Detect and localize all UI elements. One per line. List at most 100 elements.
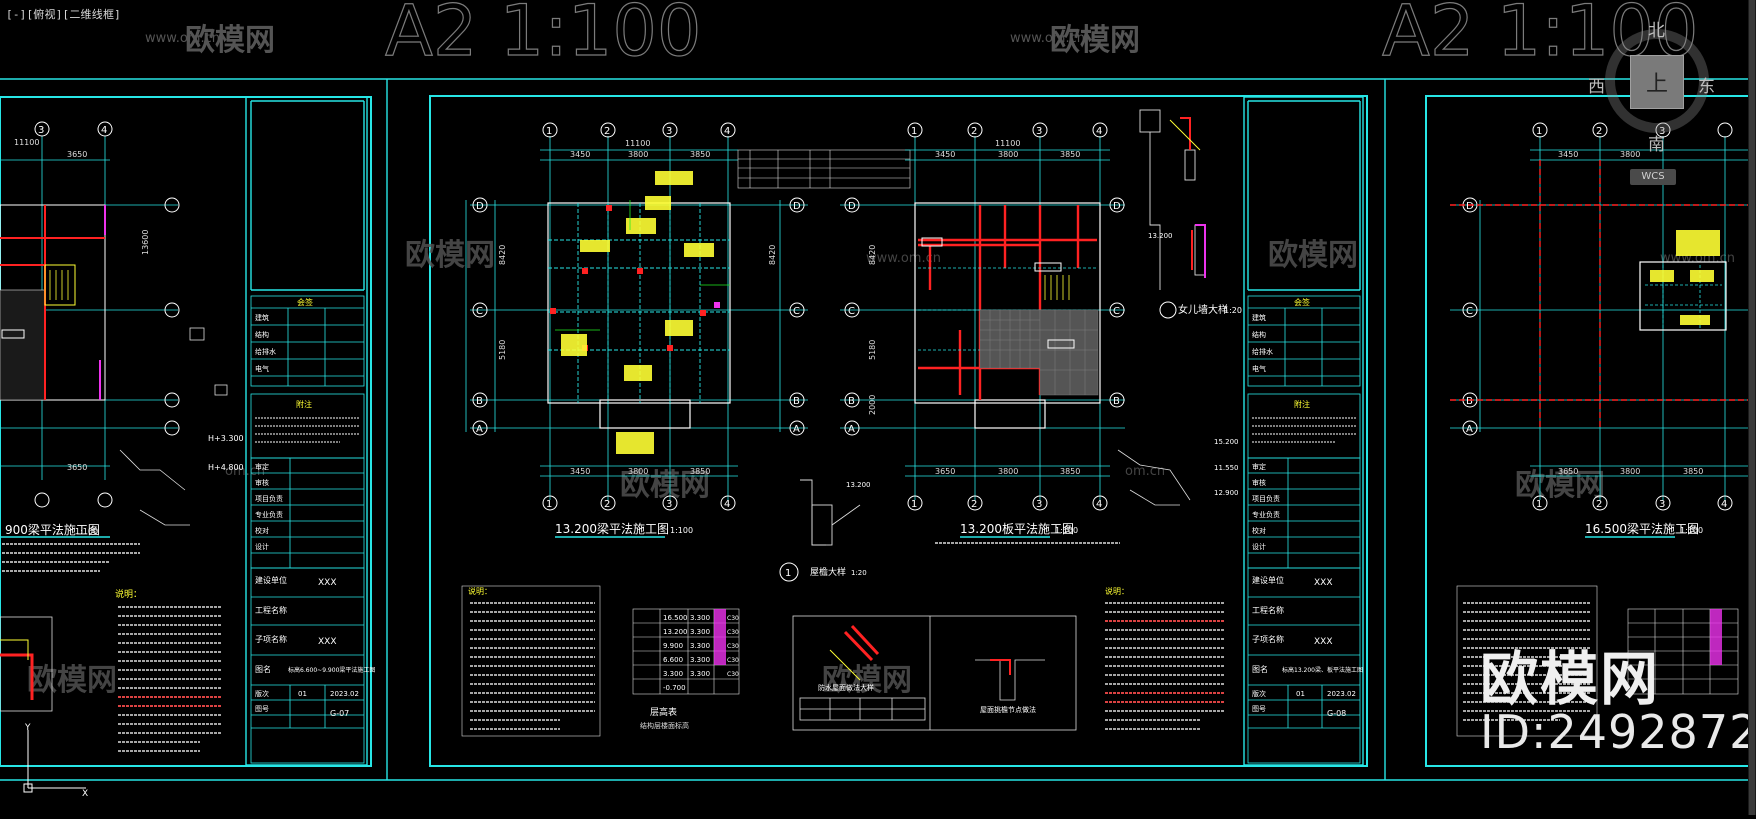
elevation-label: 15.200 <box>1214 438 1239 446</box>
tb-header: 会签 <box>1294 297 1310 307</box>
compass-east[interactable]: 东 <box>1698 77 1715 97</box>
watermark-url: www.om.cn <box>1010 31 1085 46</box>
axis-label: 1 <box>911 499 917 510</box>
height-value: 3.300 <box>690 628 710 636</box>
watermark-logo: 欧模网 <box>1480 645 1661 713</box>
drawing-title-13200-beam: 13.200梁平法施工图 <box>555 521 669 536</box>
viewport-menu-button[interactable]: [-] <box>6 8 27 21</box>
elevation-label: H+3.300 <box>208 434 244 443</box>
level-value: 3.300 <box>663 670 683 678</box>
watermark-brand: 欧模网 <box>185 23 275 58</box>
tb-drawing-name: 标高6.600~9.900梁平法施工图 <box>288 666 375 674</box>
axis-label: 3 <box>38 125 44 136</box>
viewcube-top-face[interactable]: 上 <box>1630 55 1684 109</box>
dim-text: 8420 <box>868 245 877 265</box>
watermark-url: www.om.cn <box>866 251 941 266</box>
sheet-frames <box>0 78 1756 781</box>
compass-west[interactable]: 西 <box>1588 77 1605 97</box>
axis-label: B <box>1466 396 1473 407</box>
scrollbar-thumb[interactable] <box>1749 0 1755 815</box>
tb-sign: 校对 <box>255 526 269 535</box>
tb-sign: 专业负责 <box>255 510 283 519</box>
parapet-detail <box>1139 109 1206 290</box>
compass-south[interactable]: 南 <box>1648 135 1665 155</box>
wcs-menu-button[interactable]: WCS <box>1630 169 1676 185</box>
dim-text: 8420 <box>498 245 507 265</box>
axis-label: 4 <box>724 499 730 510</box>
notes-title: 说明： <box>1105 586 1129 596</box>
axis-label: 1 <box>911 126 917 137</box>
detail-label: 屋檐大样 <box>810 566 846 578</box>
dim-text: 3850 <box>690 467 710 476</box>
vertical-scrollbar[interactable] <box>1748 0 1756 815</box>
dim-text: 5180 <box>868 340 877 360</box>
dim-text: 11100 <box>625 139 650 148</box>
tb-project: XXX <box>318 637 337 647</box>
section-label: 女儿墙大样 <box>1178 303 1228 316</box>
watermark-brand: 欧模网 <box>620 468 710 503</box>
viewport-controls[interactable]: [-][俯视][二维线框] <box>6 6 121 22</box>
dim-text: 2000 <box>868 395 877 415</box>
visual-style-button[interactable]: [二维线框] <box>62 8 121 21</box>
height-value: 3.300 <box>690 614 710 622</box>
tb-sign: 审核 <box>255 478 269 487</box>
tb-project: XXX <box>1314 578 1333 588</box>
axis-label: D <box>476 201 484 212</box>
tb-field: 图号 <box>1252 705 1266 713</box>
viewcube[interactable]: 上 北 南 东 西 WCS <box>1582 6 1732 185</box>
section-scale: 1:20 <box>1224 306 1242 315</box>
axis-label: 4 <box>1721 499 1727 510</box>
tb-version: 01 <box>298 690 307 698</box>
drawing-scale: 1:100 <box>75 527 98 536</box>
view-control-button[interactable]: [俯视] <box>26 8 63 21</box>
axis-label: 2 <box>971 499 977 510</box>
dim-text: 3450 <box>1558 150 1578 159</box>
axis-label: A <box>793 424 800 435</box>
tb-field: 工程名称 <box>1252 605 1284 615</box>
axis-label: B <box>793 396 800 407</box>
axis-label: 2 <box>971 126 977 137</box>
tb-sheet-number: G-07 <box>330 709 349 718</box>
tb-sign: 审定 <box>255 462 269 471</box>
tb-sign: 校对 <box>1252 526 1266 535</box>
level-value: 13.200 <box>663 628 688 636</box>
level-value: 9.900 <box>663 642 683 650</box>
tb-project: XXX <box>318 578 337 588</box>
waterproof-detail <box>792 615 1077 731</box>
drawing-title-16500-beam: 16.500梁平法施工图 <box>1585 521 1699 536</box>
plan-16500-beam: 1 2 3 1 2 3 4 D C B A 3450 3800 3650 380… <box>1450 122 1756 737</box>
axis-label: A <box>848 424 855 435</box>
dim-text: 13600 <box>141 230 150 255</box>
axis-label: 4 <box>724 126 730 137</box>
tb-sign: 设计 <box>255 542 269 551</box>
tb-sign: 设计 <box>1252 542 1266 551</box>
concrete-grade: C30 <box>727 671 739 678</box>
axis-label: D <box>793 201 801 212</box>
watermark-url: om.cn <box>225 464 265 479</box>
axis-label: 2 <box>604 126 610 137</box>
tb-field: 子项名称 <box>1252 634 1284 644</box>
tb-row: 电气 <box>255 364 269 373</box>
drawing-scale: 1:100 <box>1055 526 1078 535</box>
detail-title: 屋面挑檐节点做法 <box>980 705 1036 714</box>
axis-label: C <box>1113 306 1120 317</box>
elevation-label: 13.200 <box>846 481 871 489</box>
axis-label: D <box>1466 201 1474 212</box>
beam-schedule <box>737 149 911 189</box>
watermark-brand: 欧模网 <box>1268 238 1358 273</box>
dim-text: 3650 <box>67 463 87 472</box>
compass-north[interactable]: 北 <box>1648 21 1665 41</box>
elevation-label: 13.200 <box>1148 232 1173 240</box>
plan-13200-beam: 1 2 3 4 1 2 3 4 D C B A D C B A 11100 34… <box>461 122 1077 737</box>
viewcube-compass-ring[interactable] <box>1605 29 1709 133</box>
detail-number: 1 <box>785 568 791 579</box>
axis-label: 1 <box>1536 126 1542 137</box>
tb-row: 电气 <box>1252 364 1266 373</box>
axis-label: A <box>476 424 483 435</box>
tb-field: 建设单位 <box>1252 575 1284 585</box>
concrete-grade: C30 <box>727 629 739 636</box>
tb-field: 图号 <box>255 705 269 713</box>
tb-sheet-number: G-08 <box>1327 709 1346 718</box>
